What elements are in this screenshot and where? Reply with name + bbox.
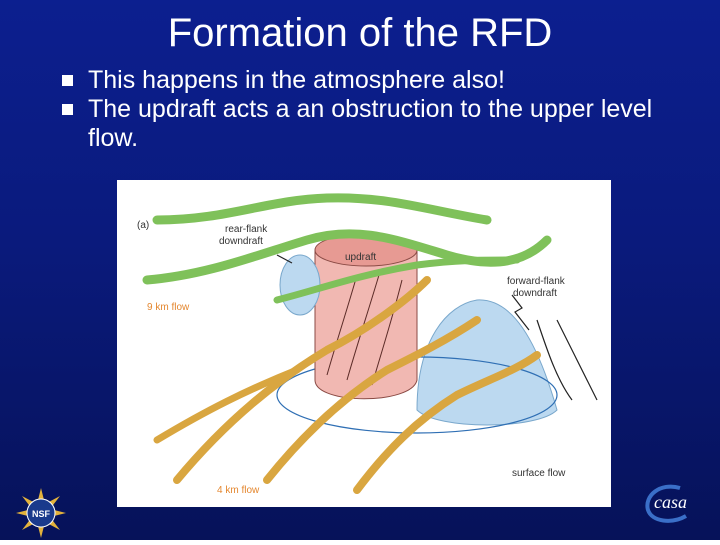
bullet-item: This happens in the atmosphere also! [62,66,702,95]
surface-flow-label: surface flow [512,468,566,479]
bullet-list: This happens in the atmosphere also! The… [62,66,702,153]
slide-title: Formation of the RFD [167,11,553,55]
low-flow-band [353,351,541,494]
low-flow-band [263,316,481,484]
low-flow-band [153,366,301,444]
bullet-square-icon [62,75,73,86]
diagram-graphic: (a) rear-flank downdraft updraft forward… [137,193,598,496]
upper-flow-band [273,256,521,304]
flow-4km-label: 4 km flow [217,485,260,496]
nsf-logo: NSF [14,486,68,540]
bullet-square-icon [62,104,73,115]
flow-9km-label: 9 km flow [147,302,190,313]
nsf-seal-icon: NSF [16,488,66,538]
supercell-diagram: (a) rear-flank downdraft updraft forward… [117,180,611,507]
forward-flank-label: forward-flank [507,276,566,287]
panel-label: (a) [137,220,149,231]
low-flow-band [173,276,431,484]
forward-flank-label-line2: downdraft [513,288,557,299]
bullet-text: The updraft acts a an obstruction to the… [88,95,653,152]
casa-logo: casa [654,492,687,512]
upper-flow-band [152,193,492,225]
casa-logo-swoosh-icon [645,484,687,523]
svg-text:NSF: NSF [32,509,51,519]
rear-flank-label: rear-flank [225,224,268,235]
bullet-item: The updraft acts a an obstruction to the… [62,95,702,153]
bullet-text: This happens in the atmosphere also! [88,66,505,94]
rear-flank-downdraft-region [279,254,321,316]
updraft-label: updraft [345,252,376,263]
rear-flank-label-line2: downdraft [219,236,263,247]
